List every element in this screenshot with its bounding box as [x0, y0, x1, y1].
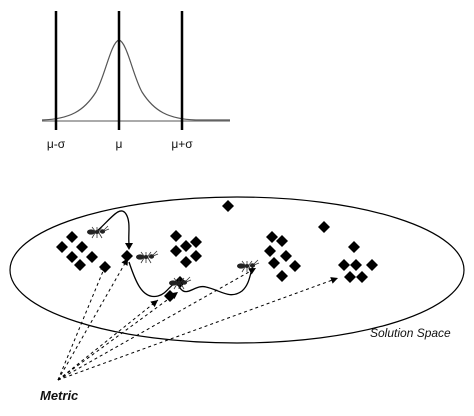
- ant-path-arrowhead: [125, 243, 133, 250]
- metric-arrow: [57, 299, 159, 381]
- solution-point: [289, 260, 301, 272]
- solution-point: [66, 231, 78, 243]
- solution-point: [348, 241, 360, 253]
- tick-label-mu-plus-sigma: μ+σ: [171, 137, 193, 151]
- metric-arrow: [57, 277, 339, 381]
- solution-point: [266, 231, 278, 243]
- solution-point: [76, 241, 88, 253]
- solution-point: [180, 240, 192, 252]
- solution-point: [280, 250, 292, 262]
- solution-point: [344, 271, 356, 283]
- ant-icon: [87, 225, 110, 239]
- solution-point: [74, 259, 86, 271]
- ants: [87, 225, 260, 290]
- solution-point: [276, 270, 288, 282]
- solution-point: [318, 221, 330, 233]
- metric-arrowhead: [150, 300, 158, 308]
- gaussian-curve: [41, 39, 230, 121]
- tick-label-mu: μ: [116, 137, 123, 151]
- solution-point: [350, 259, 362, 271]
- metric-arrows: [57, 257, 339, 381]
- solution-point: [190, 250, 202, 262]
- metric-arrow: [57, 291, 179, 381]
- metric-arrow: [57, 267, 257, 381]
- solution-point: [190, 236, 202, 248]
- solution-point: [338, 259, 350, 271]
- metric-arrowhead: [170, 292, 178, 299]
- metric-arrow: [57, 263, 107, 381]
- solution-point: [170, 245, 182, 257]
- metric-label: Metric: [40, 388, 79, 403]
- ant-icon: [237, 259, 260, 273]
- ant-icon: [169, 276, 192, 290]
- solution-point: [268, 257, 280, 269]
- solution-points: [56, 200, 378, 302]
- solution-point: [86, 251, 98, 263]
- metric-arrowhead: [121, 258, 128, 266]
- solution-point: [170, 230, 182, 242]
- metric-arrowhead: [100, 264, 107, 272]
- solution-point: [222, 200, 234, 212]
- gaussian-panel: μ-σ μ μ+σ: [41, 11, 230, 151]
- solution-point: [264, 245, 276, 257]
- solution-point: [121, 250, 133, 262]
- solution-space-ellipse: [9, 196, 465, 344]
- ant-icon: [136, 250, 159, 264]
- ant-path: [95, 210, 254, 298]
- solution-point: [366, 259, 378, 271]
- solution-point: [180, 256, 192, 268]
- solution-point: [66, 251, 78, 263]
- solution-point: [356, 271, 368, 283]
- tick-label-mu-minus-sigma: μ-σ: [47, 137, 66, 151]
- metric-arrowhead: [330, 277, 338, 284]
- solution-point: [56, 241, 68, 253]
- solution-space-label: Solution Space: [370, 326, 451, 340]
- solution-point: [276, 235, 288, 247]
- metric-arrowhead: [248, 268, 256, 275]
